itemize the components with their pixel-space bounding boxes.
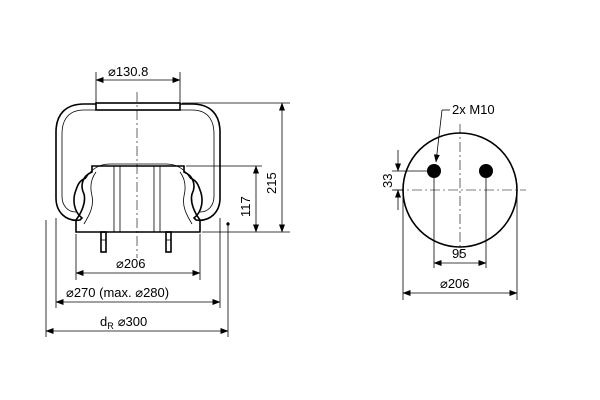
piston [75, 165, 201, 233]
hole-spacing-label: 95 [452, 246, 466, 261]
bellow-inner-outline [61, 109, 215, 213]
overall-height-label: 215 [264, 172, 279, 194]
offset-label: 33 [380, 174, 395, 188]
top-plate-diameter-label: ⌀130.8 [108, 64, 148, 79]
thread-leader [433, 109, 443, 163]
mounting-stud-right [165, 231, 172, 253]
side-view: ⌀130.8 ⌀206 ⌀270 (max. ⌀280) dR⌀300 215 … [45, 64, 290, 337]
piston-diameter-label: ⌀206 [116, 256, 146, 271]
top-plate [95, 102, 181, 111]
piston-height-label: 117 [238, 196, 253, 217]
bellow-outline [55, 103, 221, 222]
reference-diameter-label: dR⌀300 [100, 314, 147, 331]
piston-inner-contour [83, 171, 193, 225]
plate-diameter-label: ⌀206 [440, 276, 470, 291]
top-view: 2x M10 33 95 ⌀206 [380, 102, 526, 300]
thread-label: 2x M10 [452, 102, 495, 117]
bellow-diameter-label: ⌀270 (max. ⌀280) [66, 285, 169, 300]
reference-point [226, 222, 230, 226]
mounting-stud-left [100, 231, 107, 253]
